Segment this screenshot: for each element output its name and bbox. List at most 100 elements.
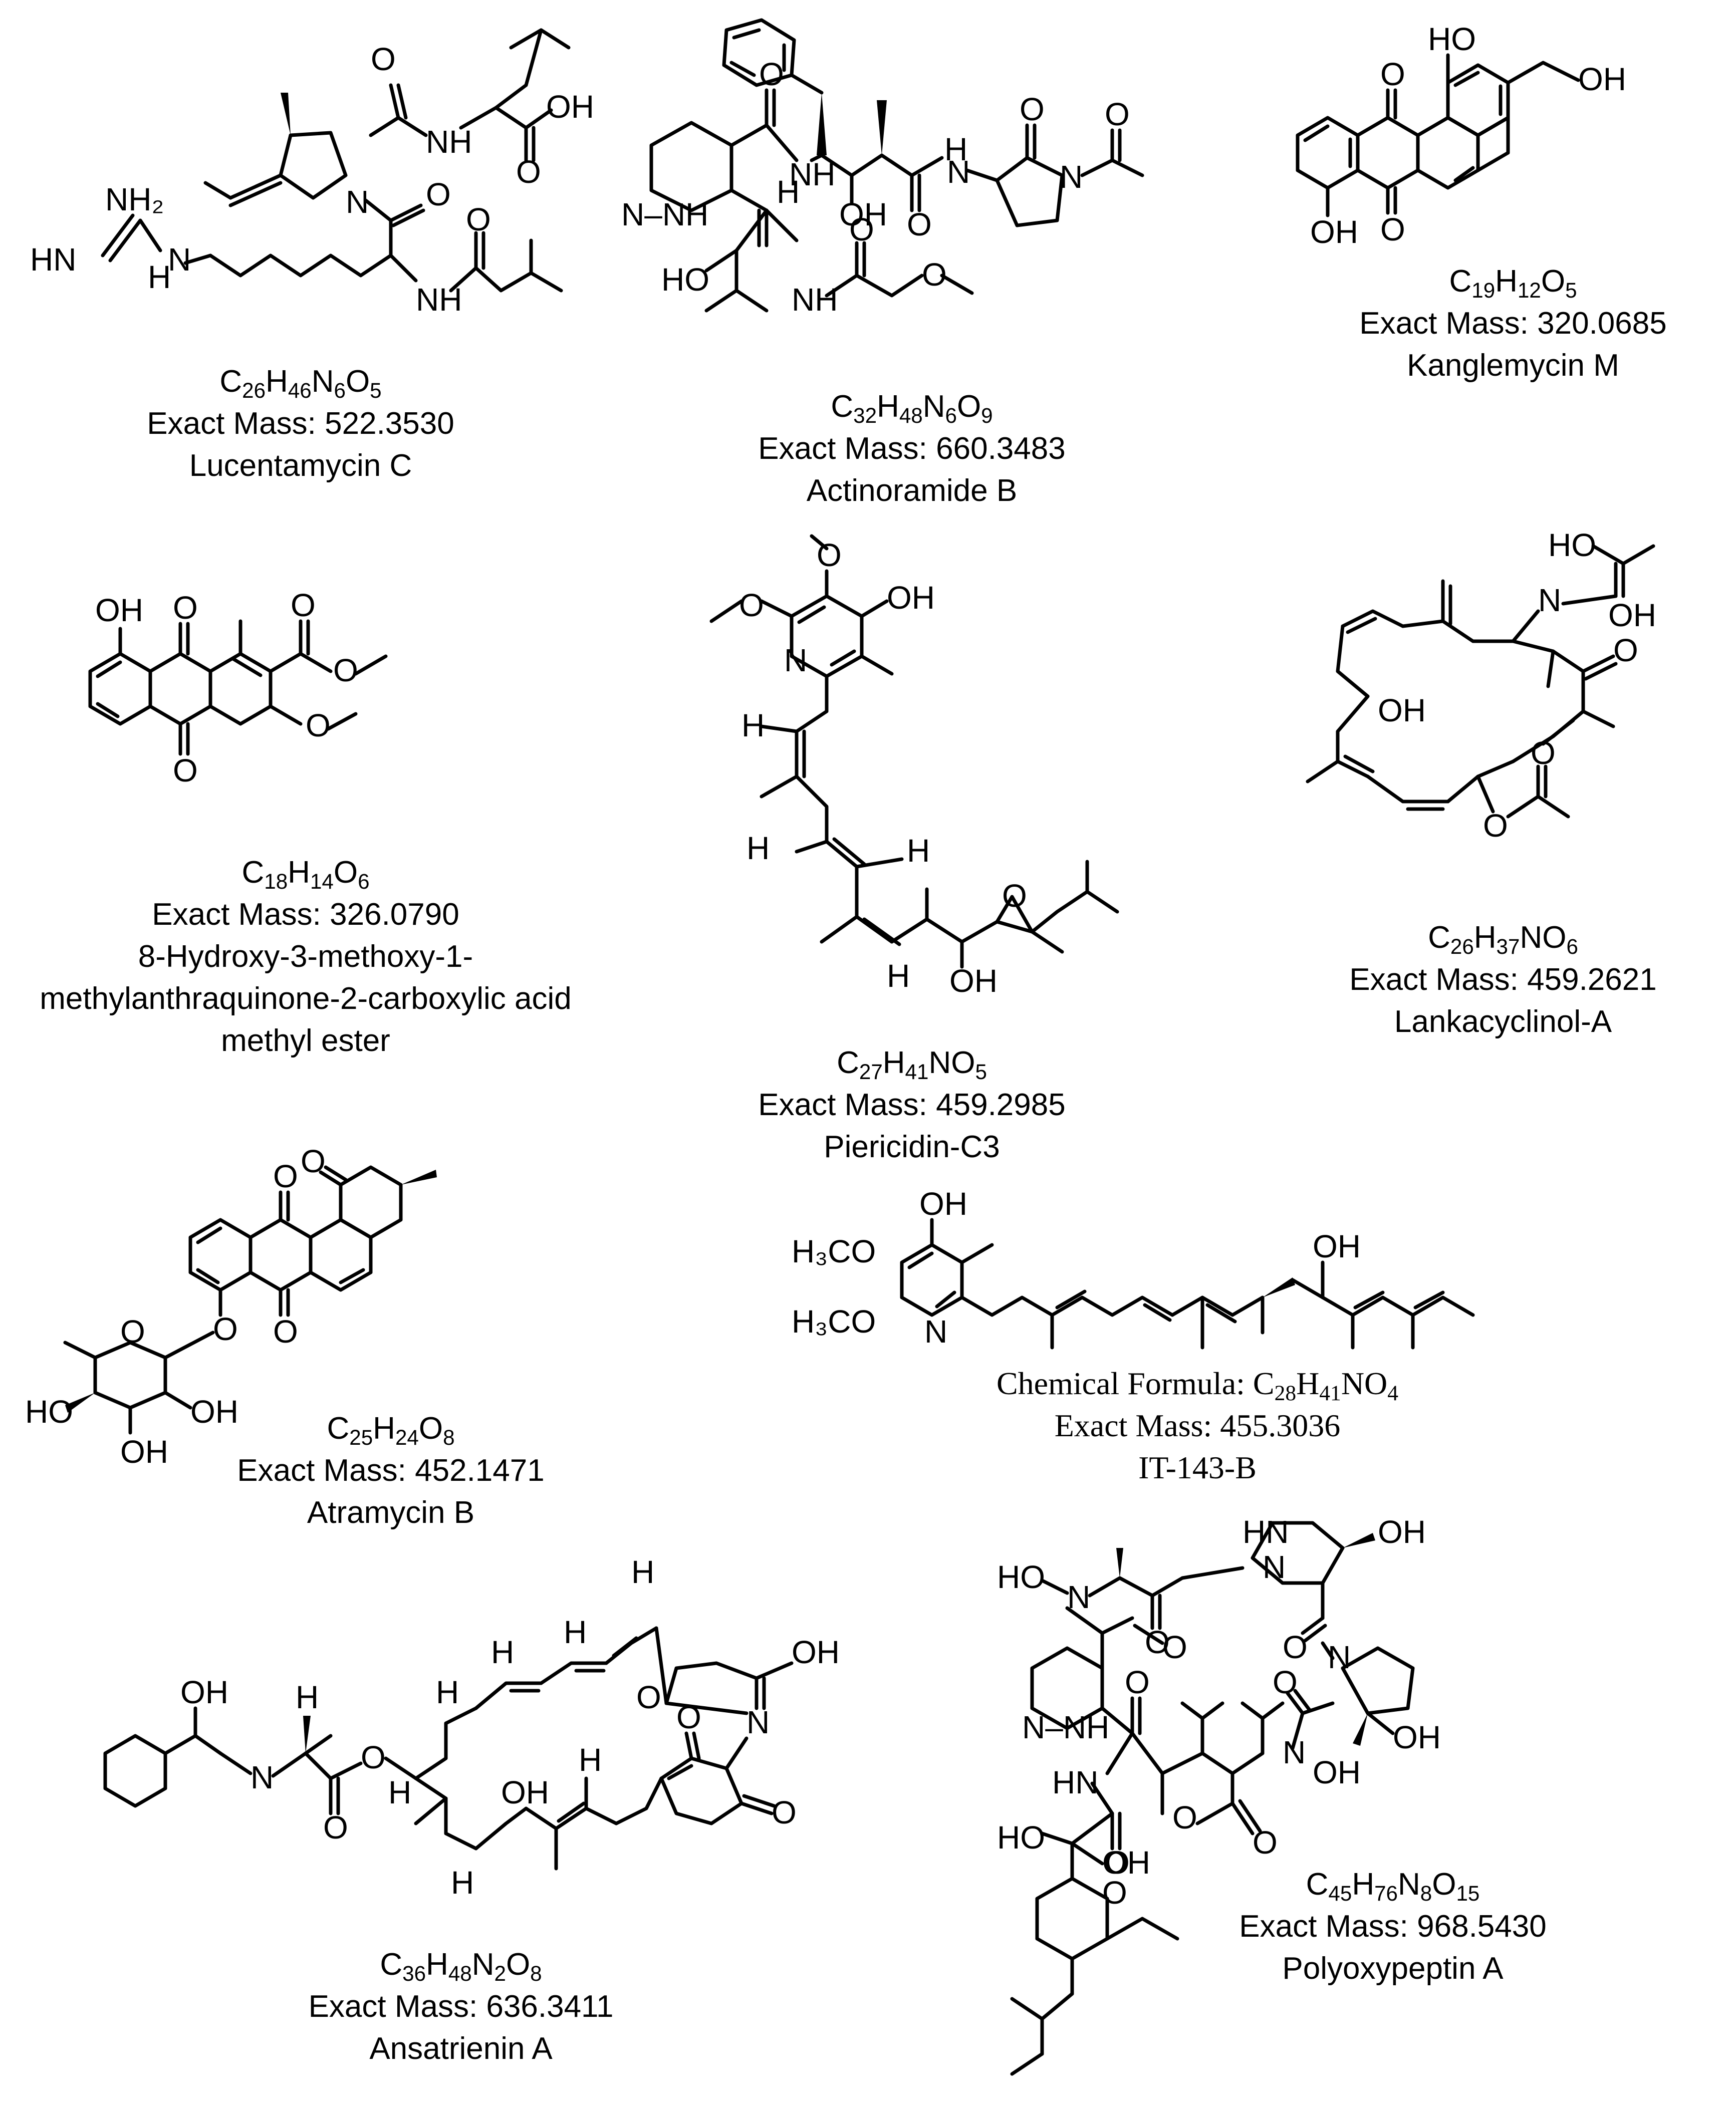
atom-n: N xyxy=(1060,159,1083,195)
atom-nh: H xyxy=(148,259,171,295)
atom-o: O xyxy=(301,1143,326,1179)
atom-o: O xyxy=(361,1739,386,1775)
structure-piericidin-c3: N O O OH H H H H xyxy=(691,526,1192,1007)
atom-ho: HO xyxy=(997,1819,1045,1856)
atom-o: O xyxy=(466,201,491,237)
atom-h: H xyxy=(631,1554,654,1590)
atom-oh: OH xyxy=(792,1634,840,1670)
atom-oh: OH xyxy=(1313,1754,1361,1790)
atom-o: O xyxy=(371,41,396,77)
atom-nh: NH xyxy=(789,156,835,192)
atom-o: O xyxy=(1253,1824,1278,1861)
structure-actinoramide-b: O NH H OH O H N O N O xyxy=(611,10,1212,361)
atom-oh: OH xyxy=(1102,1845,1150,1881)
atom-oh: OH xyxy=(839,196,887,232)
atom-oh: OH xyxy=(1313,1228,1361,1264)
atom-h: H xyxy=(777,174,800,210)
compound-name: Kanglemycin M xyxy=(1407,348,1619,383)
formula: C19H12O5 xyxy=(1449,264,1577,302)
atom-o: O xyxy=(1531,735,1556,771)
atom-oh: OH xyxy=(120,1434,168,1470)
atom-nh2: NH₂ xyxy=(105,181,164,217)
atom-ho: HO xyxy=(997,1559,1045,1595)
atom-n: N xyxy=(924,1313,947,1350)
atom-o: O xyxy=(1380,211,1405,247)
atom-ho: HO xyxy=(1548,527,1596,563)
atom-oh: OH xyxy=(180,1674,228,1710)
caption-lucentamycin-c: C26H46N6O5 Exact Mass: 522.3530 Lucentam… xyxy=(100,361,501,487)
atom-n: N xyxy=(784,642,807,678)
atom-n: N xyxy=(747,1704,770,1740)
caption-actinoramide-b: C32H48N6O9 Exact Mass: 660.3483 Actinora… xyxy=(711,386,1112,512)
atom-h: H xyxy=(747,830,770,866)
atom-o: O xyxy=(739,587,764,623)
compound-name: Lankacyclinol-A xyxy=(1394,1004,1612,1039)
atom-h: H xyxy=(451,1865,474,1901)
formula: Chemical Formula: C28H41NO4 xyxy=(872,1363,1523,1405)
atom-o: O xyxy=(1273,1664,1298,1700)
atom-o: O xyxy=(907,206,932,242)
atom-oh: OH xyxy=(919,1186,967,1222)
structure-ansatrienin-a: OH N H O O H H OH H xyxy=(90,1543,902,1934)
compound-name: Polyoxypeptin A xyxy=(1282,1951,1504,1986)
formula: C32H48N6O9 xyxy=(831,389,993,427)
exact-mass: Exact Mass: 522.3530 xyxy=(147,406,454,441)
structure-lucentamycin-c: OH O NH O N O H N N xyxy=(20,10,594,341)
exact-mass: Exact Mass: 636.3411 xyxy=(308,1989,614,2024)
atom-o: O xyxy=(772,1794,797,1830)
atom-o: O xyxy=(291,587,316,623)
atom-oh: OH xyxy=(1310,214,1358,250)
atom-o: O xyxy=(323,1809,348,1846)
structure-lankacyclinol-a: HO N OH OH O O xyxy=(1283,521,1723,897)
atom-oh: OH xyxy=(1393,1719,1441,1755)
structure-atramycin-b: O O O O O HO OH OH xyxy=(20,1142,531,1473)
atom-h: H xyxy=(887,958,910,994)
atom-o: O xyxy=(1125,1664,1150,1700)
caption-anthraquinone-ester: C18H14O6 Exact Mass: 326.0790 8-Hydroxy-… xyxy=(10,852,601,1062)
exact-mass: Exact Mass: 459.2621 xyxy=(1349,962,1657,997)
atom-h: H xyxy=(491,1634,514,1670)
atom-oh: OH xyxy=(1378,1514,1426,1550)
atom-nnh: N–NH xyxy=(1022,1709,1109,1745)
atom-o: O xyxy=(333,652,358,688)
atom-o: O xyxy=(1105,96,1130,132)
atom-hnn: HN xyxy=(1243,1514,1289,1550)
atom-oh: OH xyxy=(1378,692,1426,728)
compound-name: Actinoramide B xyxy=(806,473,1018,508)
atom-o: O xyxy=(1105,1845,1130,1881)
atom-o: O xyxy=(306,707,331,743)
atom-h: H xyxy=(436,1674,459,1710)
atom-o: O xyxy=(1380,56,1405,92)
atom-o: O xyxy=(1102,1875,1127,1911)
atom-oh: OH xyxy=(887,580,935,616)
atom-o: O xyxy=(173,752,198,788)
atom-h: H xyxy=(564,1614,587,1650)
structure-kanglemycin-m: OH O O HO OH xyxy=(1283,15,1723,250)
compound-name-line: 8-Hydroxy-3-methoxy-1- xyxy=(138,939,473,974)
atom-h3co: H₃CO xyxy=(792,1303,876,1340)
atom-h: H xyxy=(296,1679,319,1715)
formula: C25H24O8 xyxy=(327,1411,455,1449)
atom-oh: OH xyxy=(546,89,594,125)
structure-it-143-b: H₃CO H₃CO N OH OH xyxy=(792,1186,1673,1363)
structure-anthraquinone-ester: OH O O O O O xyxy=(60,587,561,827)
exact-mass: Exact Mass: 455.3036 xyxy=(1054,1408,1341,1443)
structure-polyoxypeptin-a: HN N OH O HO N O N–NH O xyxy=(992,1503,1553,2094)
atom-o: O xyxy=(273,1158,298,1194)
atom-hn: HN xyxy=(1052,1764,1098,1800)
formula-prefix: Chemical Formula: xyxy=(996,1366,1253,1401)
atom-oh: OH xyxy=(95,592,143,628)
atom-o: O xyxy=(849,211,874,247)
compound-name: Piericidin-C3 xyxy=(824,1130,1000,1164)
atom-o: O xyxy=(173,590,198,626)
formula: C26H46N6O5 xyxy=(219,364,382,402)
atom-o: O xyxy=(426,176,451,212)
exact-mass: Exact Mass: 459.2985 xyxy=(758,1088,1066,1122)
caption-atramycin-b: C25H24O8 Exact Mass: 452.1471 Atramycin … xyxy=(210,1408,571,1534)
caption-piericidin-c3: C27H41NO5 Exact Mass: 459.2985 Piericidi… xyxy=(711,1042,1112,1168)
caption-ansatrienin-a: C36H48N2O8 Exact Mass: 636.3411 Ansatrie… xyxy=(261,1944,661,2070)
atom-h: H xyxy=(944,131,967,167)
formula: C36H48N2O8 xyxy=(380,1947,542,1985)
atom-oh: OH xyxy=(1578,61,1626,97)
